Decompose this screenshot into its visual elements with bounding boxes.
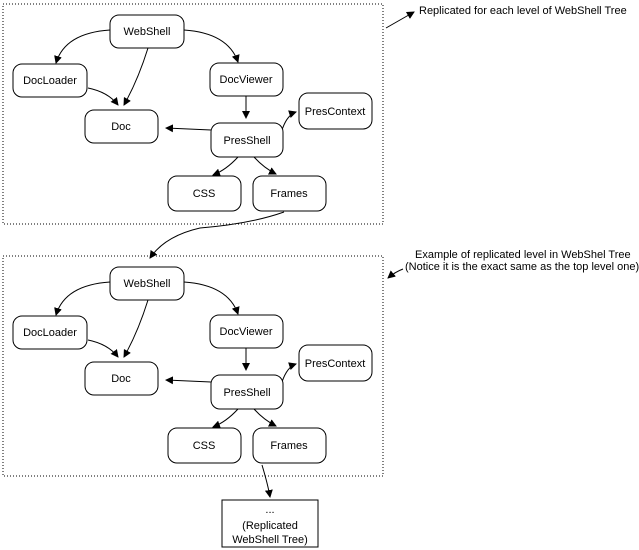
node-label: CSS [193, 440, 216, 452]
edge-presshell-frames [253, 408, 277, 427]
node-label: DocLoader [23, 75, 77, 87]
node-frames: Frames [252, 427, 327, 464]
edge-webshell-docloader [54, 29, 111, 64]
bottom-note-arrow [387, 268, 404, 279]
node-prescontext: PresContext [298, 92, 373, 130]
node-label: PresContext [305, 106, 366, 118]
edge-presshell-doc [165, 124, 212, 133]
edge-webshell-docviewer [183, 281, 240, 315]
node-label: WebShell [124, 26, 171, 38]
bottom-note-line2: (Notice it is the exact same as the top … [405, 261, 639, 273]
replicated-line1: ... [265, 504, 274, 516]
edge-frames-to-replicated [261, 464, 273, 498]
node-label: WebShell [124, 278, 171, 290]
node-label: PresShell [223, 135, 270, 147]
node-label: PresContext [305, 358, 366, 370]
edge-presshell-doc [165, 376, 212, 385]
node-label: Frames [270, 188, 308, 200]
replicated-line3: WebShell Tree) [232, 534, 308, 546]
edge-webshell-docviewer [183, 29, 240, 63]
node-label: Frames [270, 440, 308, 452]
edge-presshell-css [212, 156, 239, 177]
node-webshell: WebShell [109, 266, 185, 301]
node-css: CSS [167, 427, 242, 464]
level-2-boundary [2, 255, 384, 477]
node-label: DocLoader [23, 327, 77, 339]
node-label: CSS [193, 188, 216, 200]
edge-webshell-doc [123, 299, 149, 358]
node-docviewer: DocViewer [209, 62, 284, 97]
top-note-arrow [385, 11, 415, 29]
node-frames: Frames [252, 175, 327, 212]
edge-presshell-css [212, 408, 239, 429]
node-doc: Doc [84, 361, 159, 396]
edge-docloader-doc [87, 87, 119, 106]
edge-webshell-doc [123, 47, 149, 106]
node-css: CSS [167, 175, 242, 212]
replicated-webshell-box: ... (Replicated WebShell Tree) [221, 499, 319, 548]
edge-level1-to-level2 [149, 211, 285, 259]
node-label: PresShell [223, 387, 270, 399]
node-label: DocViewer [220, 326, 273, 338]
node-label: Doc [111, 121, 131, 133]
edge-docloader-doc [87, 339, 119, 358]
node-docloader: DocLoader [12, 315, 88, 350]
level-1-boundary [2, 3, 384, 225]
node-webshell: WebShell [109, 14, 185, 49]
edge-webshell-docloader [54, 281, 111, 316]
node-label: Doc [111, 373, 131, 385]
edge-presshell-frames [253, 156, 277, 175]
node-label: DocViewer [220, 74, 273, 86]
bottom-note-line1: Example of replicated level in WebShel T… [415, 249, 631, 261]
node-docloader: DocLoader [12, 63, 88, 98]
node-doc: Doc [84, 109, 159, 144]
edge-presshell-prescontext [281, 362, 297, 383]
node-docviewer: DocViewer [209, 314, 284, 349]
level-1: WebShell DocLoader DocViewer Doc PresShe… [2, 3, 384, 225]
top-note: Replicated for each level of WebShell Tr… [419, 5, 627, 17]
level-2: WebShell DocLoader DocViewer Doc PresShe… [2, 255, 384, 477]
replicated-line2: (Replicated [242, 520, 298, 532]
edge-presshell-prescontext [281, 110, 297, 131]
node-prescontext: PresContext [298, 344, 373, 382]
node-presshell: PresShell [210, 122, 284, 158]
node-presshell: PresShell [210, 374, 284, 410]
